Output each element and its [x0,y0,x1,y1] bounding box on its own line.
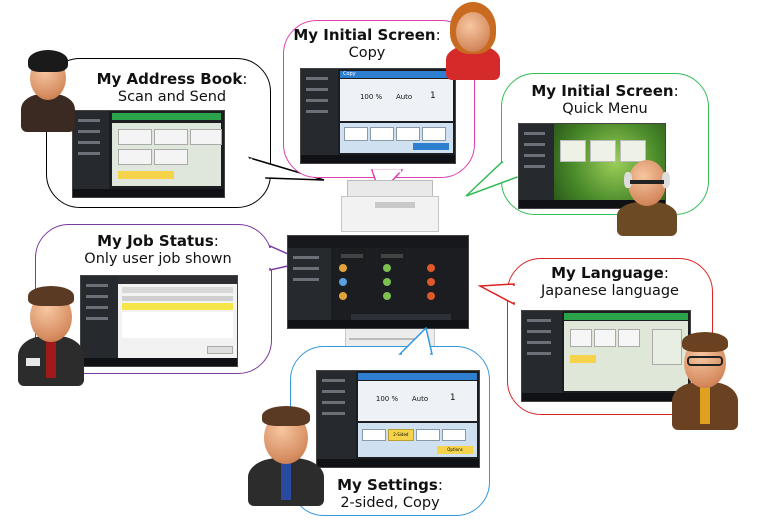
person-avatar-language [668,330,742,430]
job-status-subtitle: Only user job shown [84,251,232,267]
address-book-screen-thumbnail [72,110,225,198]
person-avatar-address-book [17,46,79,132]
settings-screen-thumbnail: 100 % Auto 1 2-Sided Options [316,370,480,468]
center-touch-panel [287,235,469,329]
language-screen-thumbnail [521,310,691,402]
job-status-caption: My Job Status: Only user job shown [52,234,264,267]
person-avatar-settings [244,402,328,506]
person-avatar-initial-quick [612,150,682,236]
initial-quick-title: My Initial Screen [531,82,674,100]
initial-copy-caption: My Initial Screen: Copy [283,28,451,61]
initial-copy-subtitle: Copy [348,45,386,61]
copy-header-text: Copy [339,71,453,78]
person-avatar-initial-copy [442,0,504,80]
job-status-screen-thumbnail [80,275,238,367]
settings-subtitle: 2-sided, Copy [340,495,440,511]
initial-quick-caption: My Initial Screen: Quick Menu [501,84,709,117]
settings-zoom-text: 100 % [375,395,399,403]
settings-two-sided-button: 2-Sided [387,429,414,441]
address-book-title: My Address Book [96,70,243,88]
settings-title: My Settings [337,476,438,494]
address-book-caption: My Address Book: Scan and Send [72,72,272,105]
copy-quantity-text: 1 [429,91,436,101]
language-title: My Language [551,264,664,282]
copy-paper-text: Auto [395,93,413,101]
person-avatar-job-status [14,282,88,386]
initial-copy-screen-thumbnail: Copy 100 % Auto 1 [300,68,456,164]
initial-copy-title: My Initial Screen [293,26,436,44]
address-book-subtitle: Scan and Send [117,89,227,105]
copy-zoom-text: 100 % [359,93,383,101]
language-caption: My Language: Japanese language [507,266,713,299]
initial-quick-callout-tail [465,161,522,197]
settings-caption: My Settings: 2-sided, Copy [290,478,490,511]
language-callout-tail [478,283,516,306]
language-subtitle: Japanese language [541,283,679,299]
settings-paper-text: Auto [411,395,429,403]
initial-quick-subtitle: Quick Menu [562,101,648,117]
settings-quantity-text: 1 [449,393,456,403]
settings-options-button: Options [437,446,473,454]
settings-callout-tail [398,326,433,356]
job-status-title: My Job Status [97,232,214,250]
